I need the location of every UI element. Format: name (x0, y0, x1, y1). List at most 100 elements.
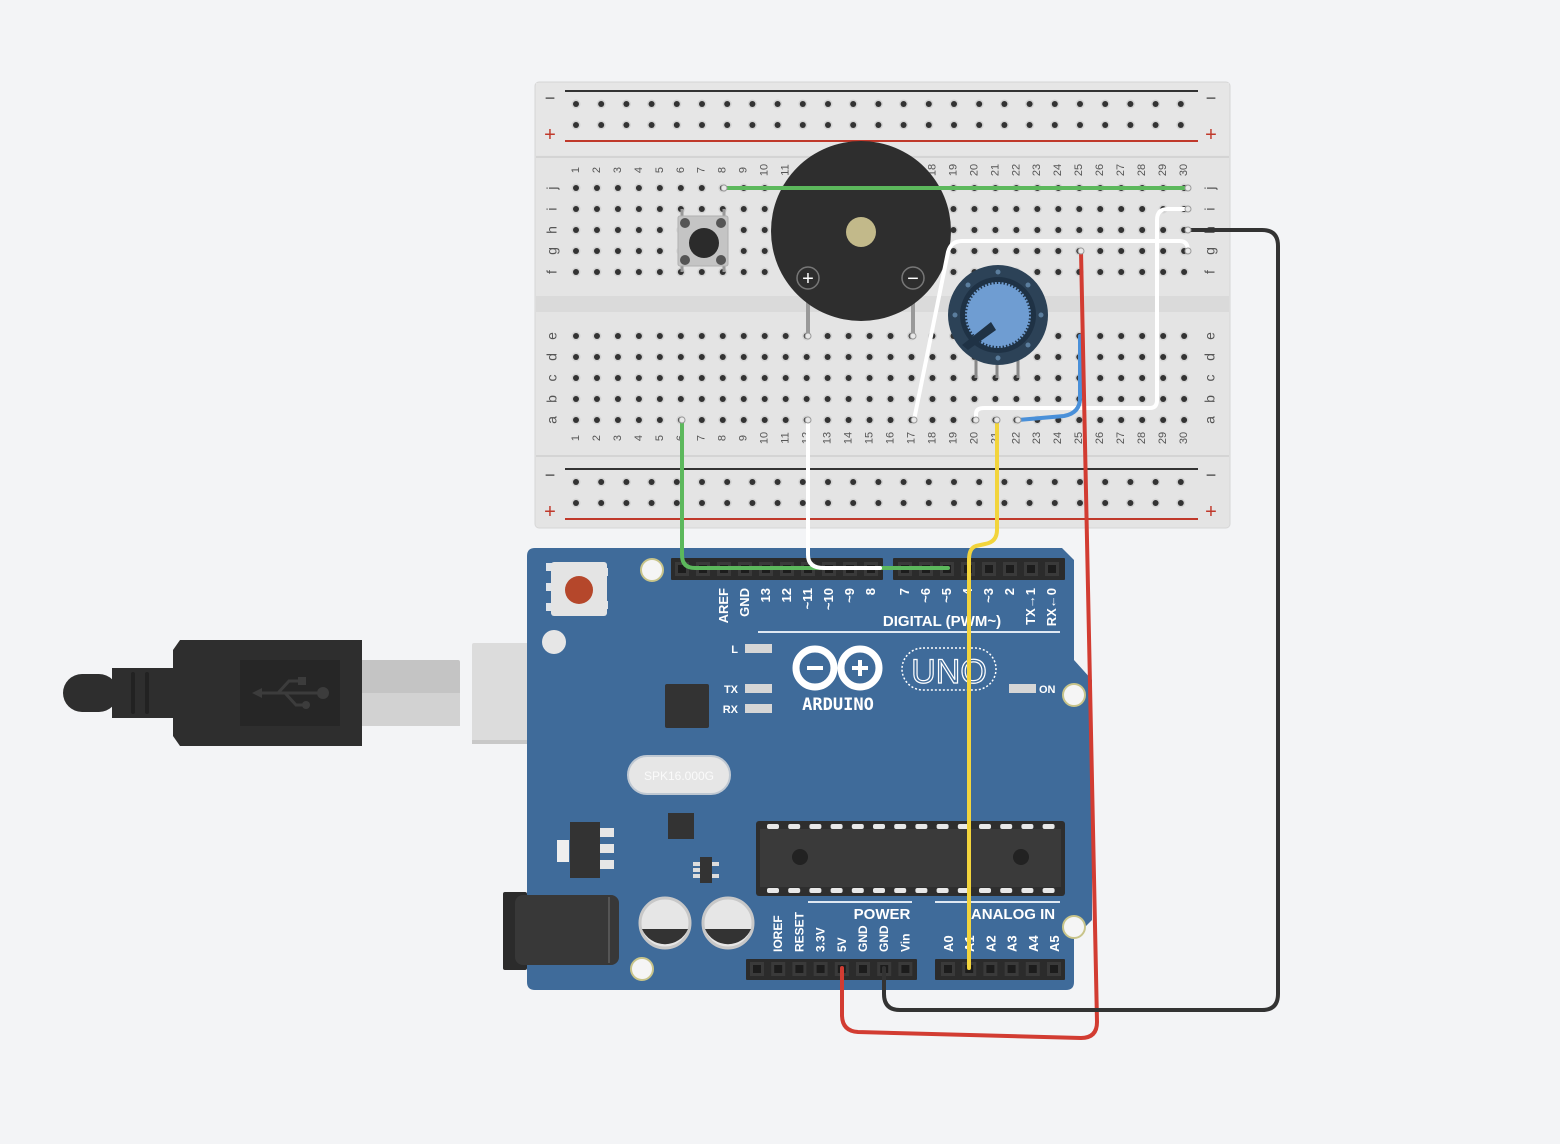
wire-endpoint[interactable] (678, 416, 686, 424)
wire-green-pin5[interactable] (680, 418, 950, 570)
column-number: 13 (822, 432, 834, 444)
wire-endpoint[interactable] (1184, 205, 1192, 213)
breadboard-hole-center (774, 500, 781, 506)
breadboard-hole-center (635, 354, 642, 360)
led-on-label: ON (1039, 684, 1056, 696)
header-socket-hole (1048, 565, 1056, 573)
mounting-hole (1062, 683, 1086, 707)
wire-endpoint[interactable] (1184, 226, 1192, 234)
breadboard-hole-center (782, 417, 789, 423)
breadboard-hole-center (850, 500, 857, 506)
power-pin-label: 5V (835, 937, 849, 952)
row-letter: j (1202, 186, 1218, 190)
power-pin-label: GND (856, 925, 870, 952)
breadboard-hole-center (1076, 227, 1083, 233)
breadboard-hole-center (623, 122, 630, 128)
wire-red-5V[interactable] (840, 249, 1099, 1040)
wire-yellow-A1[interactable] (967, 418, 999, 970)
breadboard-hole-center (1034, 227, 1041, 233)
breadboard-hole-center (635, 333, 642, 339)
breadboard-hole-center (573, 248, 579, 254)
header-socket-hole (774, 965, 783, 973)
piezo-plus-label: + (802, 268, 814, 290)
breadboard-hole-center (992, 248, 999, 254)
breadboard-hole-center (1102, 479, 1109, 485)
breadboard-hole-center (1055, 354, 1062, 360)
breadboard-hole-center (887, 333, 894, 339)
breadboard-hole-center (900, 500, 907, 506)
breadboard-hole-center (929, 375, 936, 381)
chip-pin (873, 888, 885, 893)
row-letter: c (544, 375, 560, 382)
breadboard-hole-center (929, 396, 936, 402)
breadboard-hole-center (1034, 206, 1041, 212)
breadboard-hole-center (799, 101, 806, 107)
breadboard-hole-center (1160, 248, 1167, 254)
breadboard-hole-center (761, 206, 768, 212)
row-letter: e (544, 332, 560, 340)
piezo-center (846, 217, 876, 247)
led-l (745, 644, 772, 653)
breadboard-hole-center (593, 227, 600, 233)
breadboard-hole-center (1097, 417, 1104, 423)
column-number: 22 (1010, 164, 1022, 176)
breadboard-hole-center (656, 333, 663, 339)
breadboard-hole-center (761, 227, 768, 233)
column-number: 2 (591, 167, 603, 173)
breadboard-hole-center (573, 354, 579, 360)
breadboard-hole-center (1181, 417, 1188, 423)
column-number: 4 (633, 167, 645, 173)
breadboard-hole-center (803, 396, 810, 402)
breadboard-hole-center (677, 333, 684, 339)
breadboard-hole-center (1139, 354, 1146, 360)
digital-pin-label: ~11 (800, 588, 815, 609)
rail-minus-symbol: − (1206, 88, 1217, 108)
wire-white-pin11[interactable] (806, 418, 882, 570)
wire-white-g30[interactable] (912, 239, 1190, 422)
column-number: 23 (1031, 432, 1043, 444)
breadboard-hole-center (1026, 500, 1033, 506)
analog-pin-label: A2 (983, 935, 998, 952)
wire-white-i30[interactable] (974, 207, 1190, 422)
wire-endpoint[interactable] (804, 416, 812, 424)
column-number: 17 (905, 432, 917, 444)
wire-endpoint[interactable] (910, 416, 918, 424)
breadboard-hole-center (929, 417, 936, 423)
row-letter: g (544, 247, 560, 255)
breadboard-hole-center (719, 354, 726, 360)
wire-endpoint[interactable] (804, 332, 812, 340)
breadboard-hole-center (1097, 248, 1104, 254)
row-letter: d (544, 353, 560, 361)
column-number: 3 (612, 167, 624, 173)
digital-pin-label: 2 (1002, 588, 1017, 595)
pushbutton-cap[interactable] (689, 228, 719, 258)
wire-endpoint[interactable] (720, 184, 728, 192)
column-number: 20 (968, 164, 980, 176)
potentiometer[interactable] (948, 265, 1048, 378)
wire-blue-pot[interactable] (1016, 334, 1082, 422)
breadboard-hole-center (824, 333, 831, 339)
breadboard-hole-center (925, 101, 932, 107)
header-socket-hole (816, 965, 825, 973)
breadboard-hole-center (1013, 248, 1020, 254)
pushbutton[interactable] (677, 209, 729, 272)
breadboard-hole-center (1034, 375, 1041, 381)
breadboard-hole-center (635, 417, 642, 423)
breadboard-hole-center (866, 333, 873, 339)
breadboard-hole-center (724, 122, 731, 128)
reset-button[interactable] (546, 562, 608, 616)
wire-black-GND[interactable] (882, 228, 1280, 1012)
breadboard-hole-center (614, 375, 621, 381)
wire-endpoint[interactable] (909, 332, 917, 340)
wire-endpoint[interactable] (972, 416, 980, 424)
column-number: 19 (947, 432, 959, 444)
wire-endpoint[interactable] (1184, 184, 1192, 192)
wire-endpoint[interactable] (1014, 416, 1022, 424)
breadboard-hole-center (698, 396, 705, 402)
wire-endpoint[interactable] (1077, 247, 1085, 255)
wire-endpoint[interactable] (993, 416, 1001, 424)
wire-endpoint[interactable] (1184, 247, 1192, 255)
column-number: 25 (1073, 164, 1085, 176)
column-number: 11 (780, 164, 792, 175)
